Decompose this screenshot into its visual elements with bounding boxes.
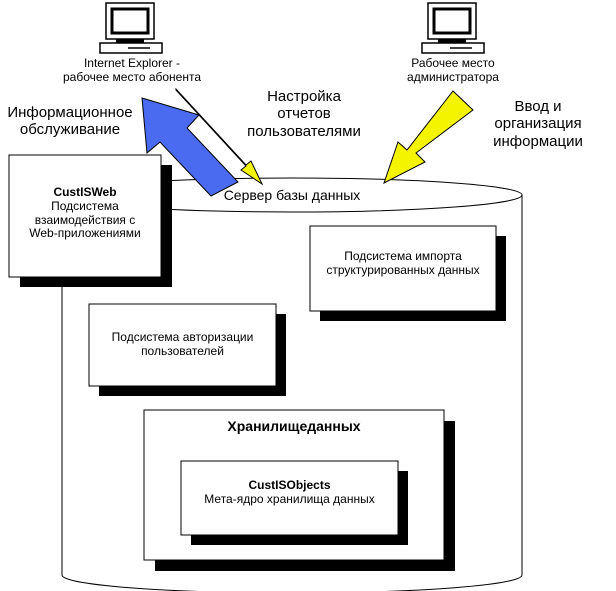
web-box-text: CustISWeb Подсистема взаимодействия с We…	[10, 185, 160, 241]
import-box-text: Подсистема импорта структурированных дан…	[311, 249, 495, 278]
subscriber-computer-icon	[99, 2, 163, 54]
subscriber-label-line2: рабочее место абонента	[62, 69, 202, 84]
report-setup-label: Настройка отчетов пользователями	[240, 88, 368, 140]
auth-box	[88, 303, 277, 387]
web-subsystem-line1: Подсистема	[51, 198, 119, 213]
objects-subsystem-name: CustISObjects	[248, 478, 331, 492]
web-subsystem-line3: Web-приложениями	[29, 226, 141, 241]
storage-title: Хранилищеданных	[227, 418, 361, 434]
admin-computer-icon	[421, 2, 485, 54]
objects-box	[180, 460, 399, 536]
web-subsystem-name: CustISWeb	[53, 185, 117, 199]
report-setup-line2: отчетов	[277, 105, 331, 123]
import-subsystem-line1: Подсистема импорта	[344, 249, 462, 263]
info-service-line2: обслуживание	[19, 121, 121, 139]
report-setup-line1: Настройка	[267, 88, 341, 105]
objects-subsystem-line1: Мета-ядро хранилища данных	[204, 491, 375, 506]
import-subsystem-line2: структурированных данных	[326, 262, 480, 277]
yellow-thick-arrow	[383, 90, 474, 185]
input-line3: информации	[493, 132, 583, 150]
report-setup-line3: пользователями	[247, 122, 361, 140]
web-subsystem-line2: взаимодействия с	[34, 212, 136, 227]
auth-box-text: Подсистема авторизации пользователей	[90, 330, 275, 359]
auth-subsystem-line1: Подсистема авторизации	[111, 330, 254, 344]
subscriber-label-line1: Internet Explorer -	[83, 56, 181, 70]
info-service-label: Информационное обслуживание	[4, 104, 136, 139]
subscriber-label: Internet Explorer - рабочее место абонен…	[48, 56, 216, 85]
blue-arrow	[141, 97, 239, 197]
yellow-thin-arrow	[175, 87, 264, 186]
input-label: Ввод и организация информации	[478, 98, 598, 150]
admin-label: Рабочее место администратора	[386, 56, 520, 85]
input-line2: организация	[494, 115, 582, 133]
objects-box-text: CustISObjects Мета-ядро хранилища данных	[182, 478, 397, 507]
admin-label-line2: администратора	[407, 69, 499, 84]
import-box	[309, 225, 497, 312]
input-line1: Ввод и	[514, 98, 562, 115]
web-box	[8, 154, 162, 278]
auth-subsystem-line2: пользователей	[141, 343, 224, 358]
server-title: Сервер базы данных	[223, 187, 361, 203]
info-service-line1: Информационное	[7, 104, 133, 121]
admin-label-line1: Рабочее место	[411, 56, 495, 70]
